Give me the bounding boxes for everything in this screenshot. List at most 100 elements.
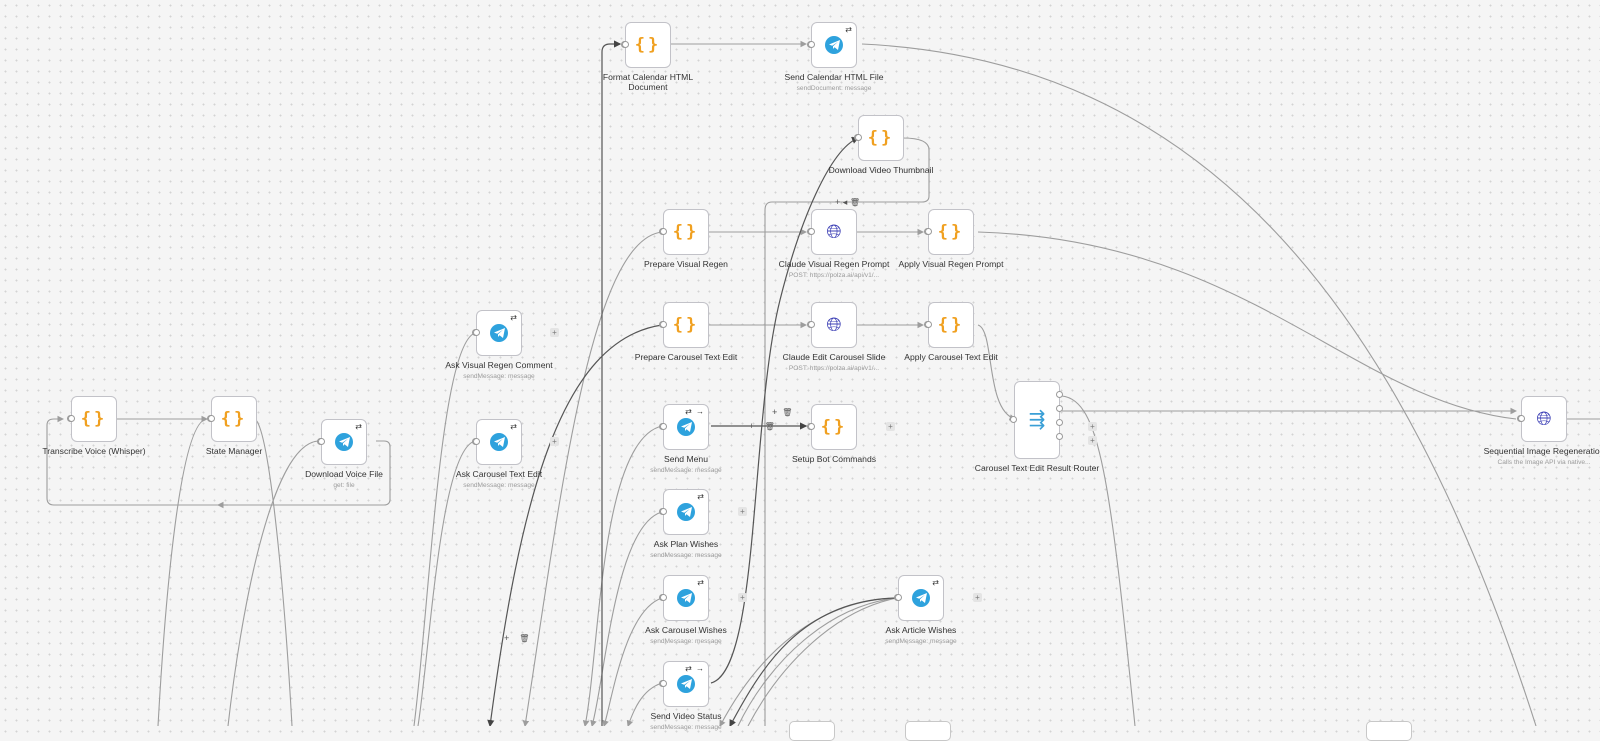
output-port[interactable]	[68, 415, 75, 422]
code-braces-icon: {}	[820, 417, 848, 437]
edge-toolbar[interactable]: + − 🗑︎	[749, 421, 775, 431]
edge-toolbar-left[interactable]: + 🗑︎	[504, 633, 529, 643]
node-label: Prepare Visual Regen	[644, 259, 728, 269]
edge-toolbar-small[interactable]: + 🗑︎	[772, 407, 792, 417]
node-offscreen[interactable]	[789, 721, 835, 741]
add-node-button[interactable]: +	[886, 422, 895, 431]
output-port[interactable]	[622, 41, 629, 48]
output-port[interactable]	[895, 594, 902, 601]
refresh-icon: ⇄	[932, 578, 940, 587]
refresh-icon: ⇄	[510, 422, 518, 431]
output-port[interactable]	[925, 228, 932, 235]
output-port[interactable]	[660, 680, 667, 687]
telegram-icon	[912, 589, 930, 607]
output-port[interactable]	[473, 438, 480, 445]
add-node-button[interactable]: +	[738, 593, 747, 602]
output-port-0[interactable]	[1056, 391, 1063, 398]
telegram-icon	[677, 418, 695, 436]
globe-icon: 🌐︎	[826, 221, 842, 243]
plus-icon[interactable]: +	[835, 197, 841, 207]
telegram-icon	[335, 433, 353, 451]
refresh-icon: ⇄	[697, 578, 705, 587]
output-port[interactable]	[208, 415, 215, 422]
telegram-icon	[825, 36, 843, 54]
code-braces-icon: {}	[80, 409, 108, 429]
node-label: Format Calendar HTML Document	[602, 72, 694, 92]
add-node-button[interactable]: +	[550, 437, 559, 446]
code-braces-icon: {}	[672, 222, 700, 242]
node-label: Apply Visual Regen Prompt	[898, 259, 1004, 269]
code-braces-icon: {}	[634, 35, 662, 55]
code-braces-icon: {}	[672, 315, 700, 335]
telegram-icon	[490, 324, 508, 342]
output-port[interactable]	[808, 228, 815, 235]
output-port-1[interactable]	[1056, 405, 1063, 412]
refresh-arrow-icon: ⇄ →	[685, 407, 705, 416]
edge-calendar-arc	[861, 43, 1537, 726]
plus-icon[interactable]: +	[772, 407, 778, 417]
minus-icon[interactable]: −	[756, 421, 763, 431]
trash-icon[interactable]: 🗑︎	[764, 422, 775, 431]
refresh-icon: ⇄	[355, 422, 363, 431]
telegram-icon	[677, 589, 695, 607]
switch-router-icon: ⇶	[1028, 409, 1046, 431]
add-node-button[interactable]: +	[1088, 436, 1097, 445]
edge-to-prepare-carousel	[487, 324, 663, 726]
edge-to-format-calendar	[601, 40, 622, 726]
edge-router-down	[1061, 395, 1136, 726]
node-label: Transcribe Voice (Whisper)	[42, 446, 146, 456]
refresh-icon: ⇄	[510, 313, 518, 322]
add-node-button[interactable]: +	[550, 328, 559, 337]
add-node-button[interactable]: +	[973, 593, 982, 602]
output-port[interactable]	[660, 228, 667, 235]
node-label: Carousel Text Edit Result Router	[974, 463, 1100, 473]
node-label: Download Video Thumbnail	[828, 165, 934, 175]
output-port[interactable]	[1518, 415, 1525, 422]
node-label: Apply Carousel Text Edit	[904, 352, 998, 362]
output-port[interactable]	[808, 321, 815, 328]
edge-toolbar-thumbnail[interactable]: + ◂ 🗑︎	[835, 197, 860, 208]
input-port[interactable]	[1010, 416, 1017, 423]
add-node-button[interactable]: +	[738, 507, 747, 516]
trash-icon[interactable]: 🗑︎	[782, 408, 793, 417]
refresh-arrow-icon: ⇄ →	[685, 664, 705, 673]
output-port[interactable]	[925, 321, 932, 328]
output-port[interactable]	[660, 594, 667, 601]
node-label: Setup Bot Commands	[791, 454, 877, 464]
plus-icon[interactable]: +	[749, 421, 755, 431]
plus-icon[interactable]: +	[504, 633, 510, 643]
code-braces-icon: {}	[937, 315, 965, 335]
code-braces-icon: {}	[867, 128, 895, 148]
output-port[interactable]	[473, 329, 480, 336]
trash-icon[interactable]: 🗑︎	[519, 634, 530, 643]
output-port-3[interactable]	[1056, 433, 1063, 440]
output-port[interactable]	[660, 423, 667, 430]
output-port-2[interactable]	[1056, 419, 1063, 426]
trash-icon[interactable]: 🗑︎	[849, 198, 860, 207]
add-node-button[interactable]: +	[1088, 422, 1097, 431]
output-port[interactable]	[855, 134, 862, 141]
node-offscreen[interactable]	[905, 721, 951, 741]
globe-icon: 🌐︎	[1536, 408, 1552, 430]
output-port[interactable]	[660, 321, 667, 328]
output-port[interactable]	[808, 41, 815, 48]
node-offscreen[interactable]	[1366, 721, 1412, 741]
edge-apply-carousel-to-router	[977, 324, 1017, 421]
arrow-icon[interactable]: ◂	[842, 197, 848, 207]
output-port[interactable]	[808, 423, 815, 430]
node-label: Prepare Carousel Text Edit	[634, 352, 738, 362]
refresh-icon: ⇄	[697, 492, 705, 501]
output-port[interactable]	[318, 438, 325, 445]
output-port[interactable]	[660, 508, 667, 515]
